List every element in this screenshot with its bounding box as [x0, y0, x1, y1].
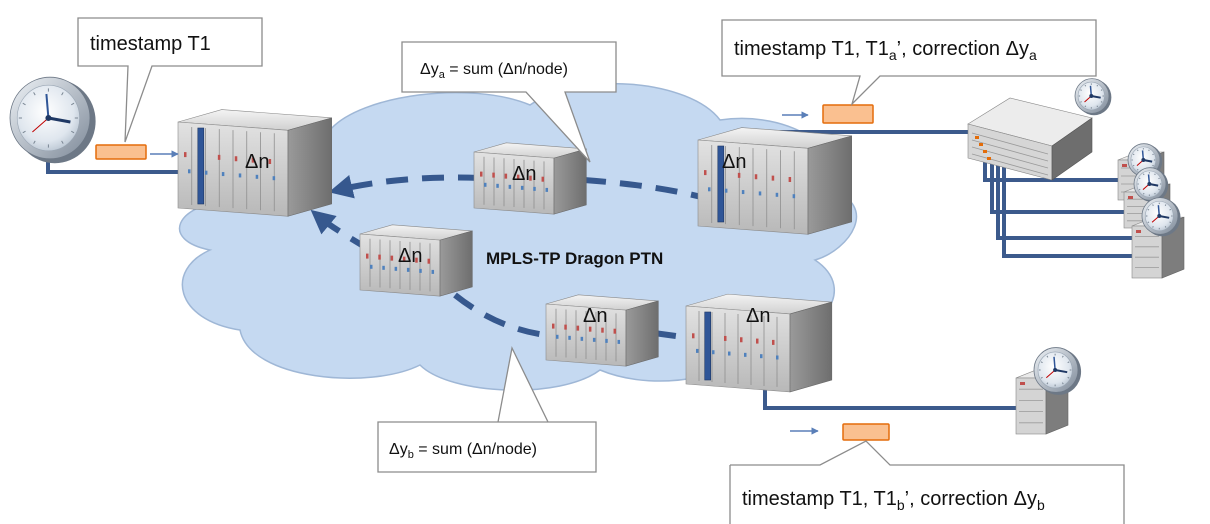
link-server-branch-2 [990, 145, 1140, 214]
node-label-6: Δn [746, 305, 770, 327]
clock-icon-server-2 [1133, 167, 1169, 203]
rack-server [967, 97, 1093, 181]
callout-path-a: Δya = sum (Δn/node) [401, 41, 617, 163]
callout-slave-b: timestamp T1, T1b’, correction Δyb [729, 440, 1125, 524]
node-label-4: Δn [398, 245, 422, 267]
callout-master: timestamp T1 [77, 17, 263, 143]
path-a-arrow-right [583, 177, 740, 212]
node-label-5: Δn [583, 305, 607, 327]
switch-node-6 [685, 293, 833, 393]
packet-slave-b [842, 423, 890, 441]
callout-path-b-text: Δyb = sum (Δn/node) [389, 441, 537, 461]
packet-slave-a [822, 104, 874, 124]
callout-path-a-text: Δya = sum (Δn/node) [420, 61, 568, 81]
clock-icon-server-3 [1141, 197, 1181, 237]
callout-path-b: Δyb = sum (Δn/node) [377, 345, 597, 473]
node-label-1: Δn [245, 151, 269, 173]
callout-master-text: timestamp T1 [90, 33, 211, 55]
callout-slave-b-text: timestamp T1, T1b’, correction Δyb [742, 488, 1045, 513]
switch-node-2 [473, 142, 587, 215]
switch-node-4 [359, 224, 473, 297]
link-server-branch-4 [1002, 145, 1142, 258]
callout-slave-a-text: timestamp T1, T1a’, correction Δya [734, 38, 1037, 63]
master-clock-icon [9, 76, 96, 164]
switch-node-1 [177, 109, 332, 217]
node-label-3: Δn [722, 151, 746, 173]
switch-node-5 [545, 294, 659, 367]
clock-icon-server-4 [1033, 347, 1082, 395]
packet-master [95, 144, 147, 160]
switch-node-3 [697, 127, 852, 235]
node-label-2: Δn [512, 163, 536, 185]
network-nodes [177, 109, 852, 393]
clocks [9, 76, 1181, 395]
path-a-arrow-left [328, 174, 481, 199]
network-label: MPLS-TP Dragon PTN [486, 249, 663, 268]
clock-icon-rack-server [1074, 78, 1112, 116]
path-b-arrow-mid [453, 292, 546, 338]
link-server-branch-3 [996, 145, 1132, 240]
packets [95, 104, 890, 441]
callout-slave-a: timestamp T1, T1a’, correction Δya [721, 19, 1097, 107]
